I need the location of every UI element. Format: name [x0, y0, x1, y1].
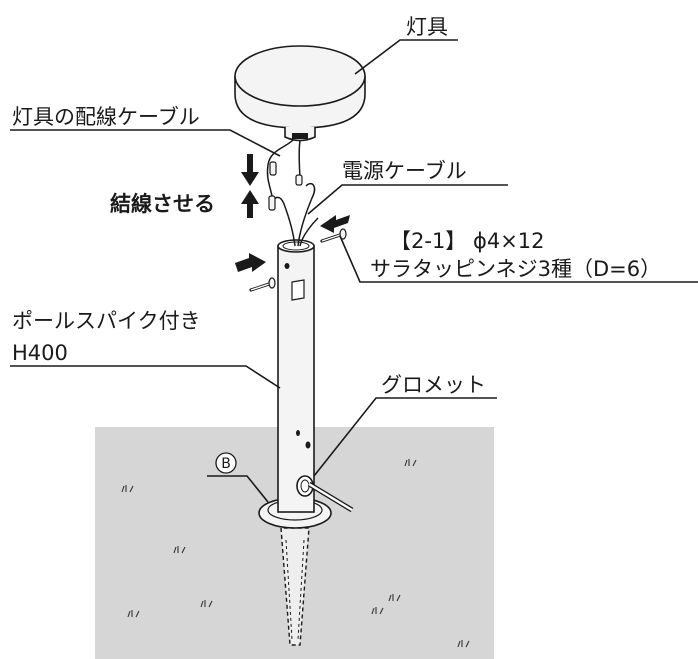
leader-lines [10, 39, 698, 503]
pole-height-label: H400 [12, 341, 68, 365]
lamp-cable-label: 灯具の配線ケーブル [12, 105, 200, 129]
screw-arrows [235, 215, 350, 272]
pole-body [277, 239, 315, 513]
screw-right [320, 228, 347, 243]
power-cable-wires [271, 182, 319, 247]
power-cable-label: 電源ケーブル [342, 159, 467, 183]
wire-connectors-bottom [268, 195, 276, 211]
pole-label: ポールスパイク付き [12, 309, 201, 333]
connect-label: 結線させる [110, 192, 215, 216]
screw-left [249, 277, 276, 292]
screw-spec-label: 【2-1】 ϕ4×12 [390, 229, 545, 253]
grass-tufts [121, 459, 470, 648]
screw-type-label: サラタッピンネジ3種（D=6） [370, 257, 661, 281]
connect-arrows [241, 154, 259, 218]
marker-b: B [215, 452, 237, 474]
wire-connectors-top [269, 161, 303, 186]
grommet-label: グロメット [381, 373, 486, 397]
lamp-label: 灯具 [406, 15, 448, 39]
lamp-head [234, 45, 366, 142]
marker-b-label: B [221, 456, 231, 472]
